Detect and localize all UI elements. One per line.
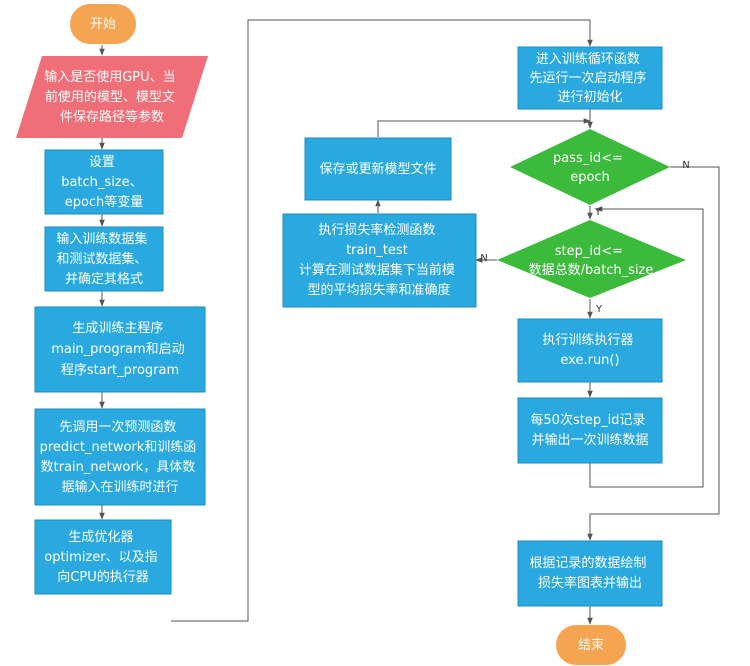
end-terminal: 结束: [556, 625, 626, 665]
set-variables-box: 设置 batch_size、 epoch等变量: [44, 149, 164, 215]
plot-loss-chart-box: 根据记录的数据绘制 损失率图表并输出: [517, 540, 663, 607]
record-output-box: 每50次step_id记录 并输出一次训练数据: [517, 397, 663, 464]
pass-id-decision: pass_id<= epoch: [510, 129, 670, 205]
optimizer-executor-box: 生成优化器 optimizer、以及指 向CPU的执行器: [34, 519, 172, 595]
svg-text:step_id<= 数据总数/batch_siz: step_id<= 数据总数/batch_size: [529, 244, 654, 278]
save-model-box: 保存或更新模型文件: [304, 137, 452, 201]
edge-label-step-yes: Y: [595, 304, 603, 315]
input-parameters-box: 输入是否使用GPU、当 前使用的模型、模型文 件保存路径等参数: [16, 56, 208, 138]
input-datasets-box: 输入训练数据集 和测试数据集、 并确定其格式: [44, 226, 164, 292]
edge-label-step-no: N: [480, 253, 487, 264]
edge-opt-loop: [171, 19, 593, 622]
svg-text:先调用一次预测函数 predict_networ: 先调用一次预测函数 predict_network和训练函 数train_net…: [40, 419, 201, 495]
predict-train-network-box: 先调用一次预测函数 predict_network和训练函 数train_net…: [34, 408, 206, 506]
edge-label-pass-yes: Y: [594, 207, 602, 218]
svg-text:pass_id<= epoch: pass_id<= epoch: [553, 151, 627, 185]
generate-programs-box: 生成训练主程序 main_program和启动 程序start_program: [34, 306, 206, 393]
svg-text:输入是否使用GPU、当 前使用的模型、模型文: 输入是否使用GPU、当 前使用的模型、模型文 件保存路径等参数: [44, 69, 180, 125]
step-id-decision: step_id<= 数据总数/batch_size: [497, 220, 686, 298]
svg-text:每50次step_id记录 并输出一次训练数据: 每50次step_id记录 并输出一次训练数据: [530, 412, 649, 448]
svg-text:结束: 结束: [578, 638, 604, 653]
start-terminal: 开始: [70, 4, 136, 44]
svg-text:执行训练执行器 exe.run(): 执行训练执行器 exe.run(): [542, 333, 637, 368]
loss-test-box: 执行损失率检测函数 train_test 计算在测试数据集下当前模 型的平均损失…: [282, 213, 477, 308]
svg-text:保存或更新模型文件: 保存或更新模型文件: [319, 161, 436, 177]
svg-text:开始: 开始: [90, 17, 116, 32]
training-loop-box: 进入训练循环函数 先运行一次启动程序 进行初始化: [517, 46, 663, 110]
svg-text:根据记录的数据绘制 损失率图表并输出: 根据记录的数据绘制 损失率图表并输出: [529, 555, 650, 591]
edge-save-pass: [377, 118, 591, 137]
run-executor-box: 执行训练执行器 exe.run(): [517, 318, 663, 383]
svg-text:生成训练主程序 main_program和启动: 生成训练主程序 main_program和启动 程序start_program: [51, 321, 189, 378]
svg-text:生成优化器 optimizer、以及指: 生成优化器 optimizer、以及指 向CPU的执行器: [44, 530, 162, 585]
edge-label-pass-no: N: [682, 160, 689, 171]
svg-text:执行损失率检测函数 train_test: 执行损失率检测函数 train_test 计算在测试数据集下当前模 型的平均损失…: [299, 222, 459, 298]
svg-text:进入训练循环函数 先运行一次启动程序: 进入训练循环函数 先运行一次启动程序 进行初始化: [529, 52, 650, 105]
svg-text:输入训练数据集 和测试数据集、 并确: 输入训练数据集 和测试数据集、 并确定其格式: [56, 231, 151, 287]
edge-rec-loopback: [589, 206, 704, 488]
svg-text:设置 batch_size、 epo: 设置 batch_size、 epoch等变量: [61, 155, 147, 210]
edge-pass-plot: [587, 166, 720, 541]
connectors: [99, 19, 720, 625]
